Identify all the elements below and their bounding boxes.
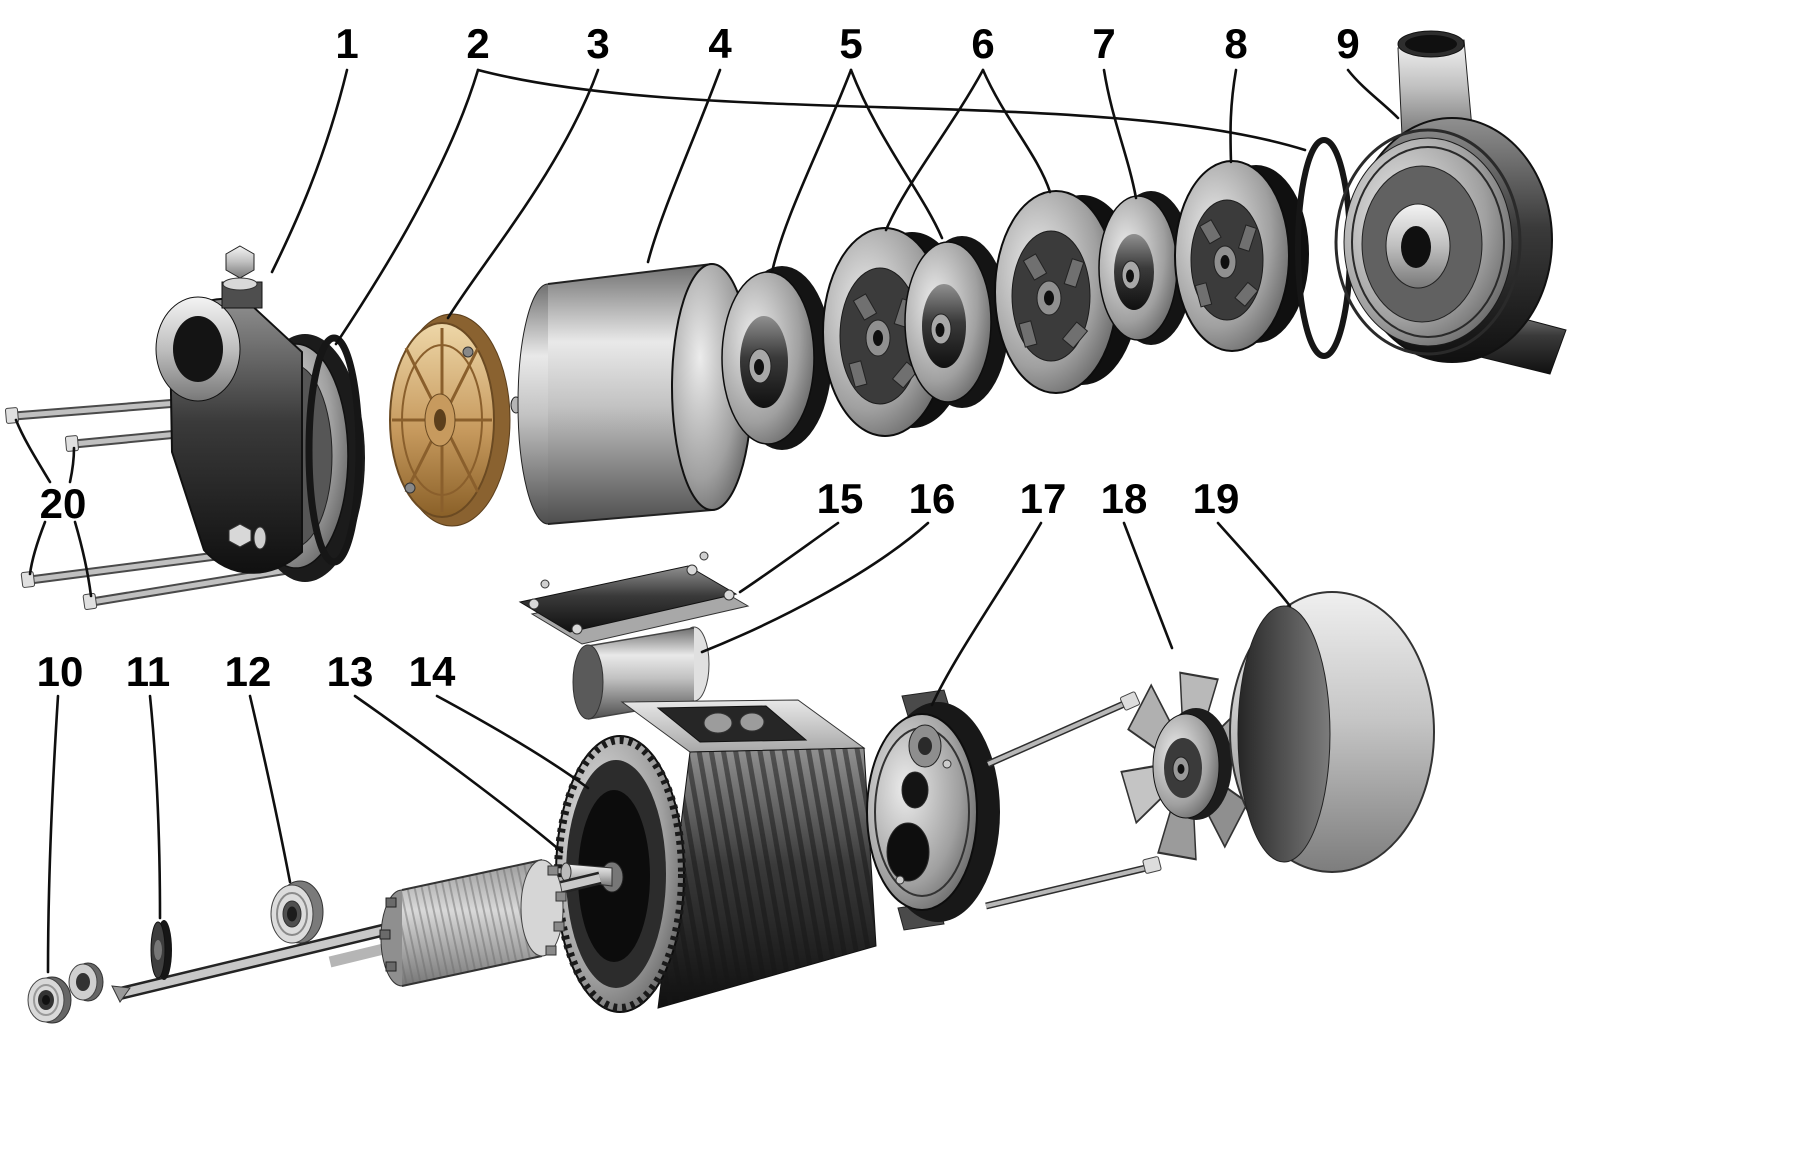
part-fan-cover	[1229, 591, 1435, 873]
label-7: 7	[1092, 20, 1115, 67]
drain-plug	[228, 523, 267, 550]
leader-1	[270, 68, 349, 274]
part-diffuser-plate	[389, 313, 511, 527]
leader-20d	[73, 520, 93, 598]
leader-4	[646, 68, 722, 264]
leader-14	[435, 694, 590, 790]
label-2: 2	[466, 20, 489, 67]
label-6: 6	[971, 20, 994, 67]
part-diffuser-stage-3	[1174, 160, 1309, 352]
leader-16	[700, 521, 930, 654]
leader-6b	[981, 68, 1052, 194]
label-1: 1	[335, 20, 358, 67]
label-14: 14	[409, 648, 456, 695]
leader-11	[148, 694, 162, 920]
part-bearing-pair	[27, 962, 104, 1024]
leader-3	[446, 68, 600, 320]
part-motor-stator	[554, 699, 877, 1013]
label-12: 12	[225, 648, 272, 695]
label-15: 15	[817, 475, 864, 522]
leader-20c	[28, 520, 47, 576]
label-18: 18	[1101, 475, 1148, 522]
label-5: 5	[839, 20, 862, 67]
leader-lines	[14, 68, 1400, 974]
leader-7	[1102, 68, 1138, 200]
part-o-ring-front	[305, 334, 363, 566]
label-3: 3	[586, 20, 609, 67]
leader-6a	[884, 68, 985, 232]
label-17: 17	[1020, 475, 1067, 522]
leader-18	[1122, 521, 1174, 650]
leader-17	[930, 521, 1043, 707]
part-slinger-washer	[150, 920, 172, 980]
part-terminal-cover	[518, 551, 750, 645]
label-4: 4	[708, 20, 732, 67]
leader-8	[1229, 68, 1238, 164]
part-impeller-3	[1098, 191, 1193, 345]
label-10: 10	[37, 648, 84, 695]
leader-15	[738, 521, 840, 594]
leader-12	[248, 694, 292, 884]
part-through-bolts	[985, 691, 1162, 910]
label-13: 13	[327, 648, 374, 695]
label-19: 19	[1193, 475, 1240, 522]
label-11: 11	[126, 648, 170, 695]
leader-10	[46, 694, 60, 974]
leader-5b	[849, 68, 944, 240]
part-rotor-shaft	[111, 859, 602, 1003]
leader-13	[353, 694, 564, 854]
leader-20b	[68, 446, 76, 484]
leader-9	[1346, 68, 1400, 120]
label-8: 8	[1224, 20, 1247, 67]
part-capacitor	[572, 626, 710, 720]
part-impeller-2	[904, 236, 1009, 408]
primer-plug	[222, 245, 258, 291]
label-16: 16	[909, 475, 956, 522]
leader-2a	[334, 68, 480, 346]
part-bearing-front	[270, 880, 324, 944]
leader-5a	[770, 68, 853, 274]
part-impeller-1	[721, 266, 832, 450]
leader-19	[1216, 521, 1292, 608]
leader-2b	[476, 68, 1307, 152]
part-labels: 1 2 3 4 5 6 7 8 9 10 11 12 13 14 15 16 1…	[37, 20, 1360, 695]
part-pump-body	[1334, 30, 1567, 375]
part-end-bracket	[866, 689, 1000, 931]
part-casing-sleeve	[510, 263, 753, 525]
part-pump-head	[155, 245, 365, 582]
label-20: 20	[40, 480, 87, 527]
part-cooling-fan	[1120, 671, 1256, 861]
label-9: 9	[1336, 20, 1359, 67]
leader-20a	[14, 418, 52, 484]
